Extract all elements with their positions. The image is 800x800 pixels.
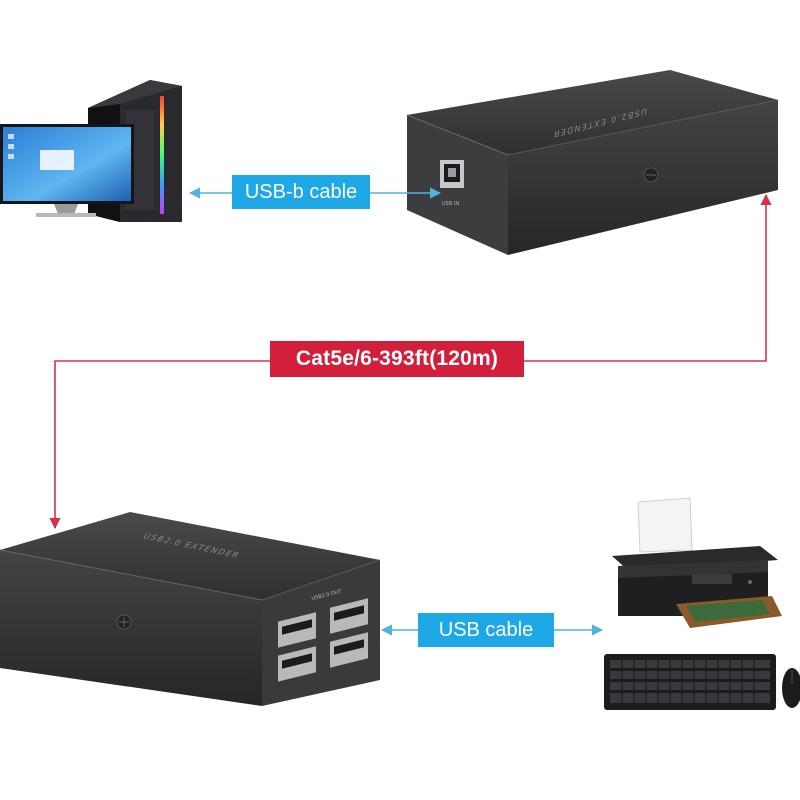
receiver-device: USB2.0 EXTENDER USB2.0 OUT: [0, 512, 381, 706]
transmitter-device: USB2.0 EXTENDER USB IN: [406, 70, 779, 255]
computer-icon: [0, 80, 182, 222]
usb-b-cable-label: USB-b cable: [232, 175, 370, 209]
keyboard-icon: [604, 654, 776, 710]
printer-icon: [612, 497, 782, 628]
transmitter-port-label: USB IN: [442, 201, 459, 207]
mouse-icon: [782, 668, 800, 708]
usb-ports: [278, 598, 368, 682]
cat-cable-label: Cat5e/6-393ft(120m): [270, 341, 524, 377]
usb-cable-label: USB cable: [418, 613, 554, 647]
